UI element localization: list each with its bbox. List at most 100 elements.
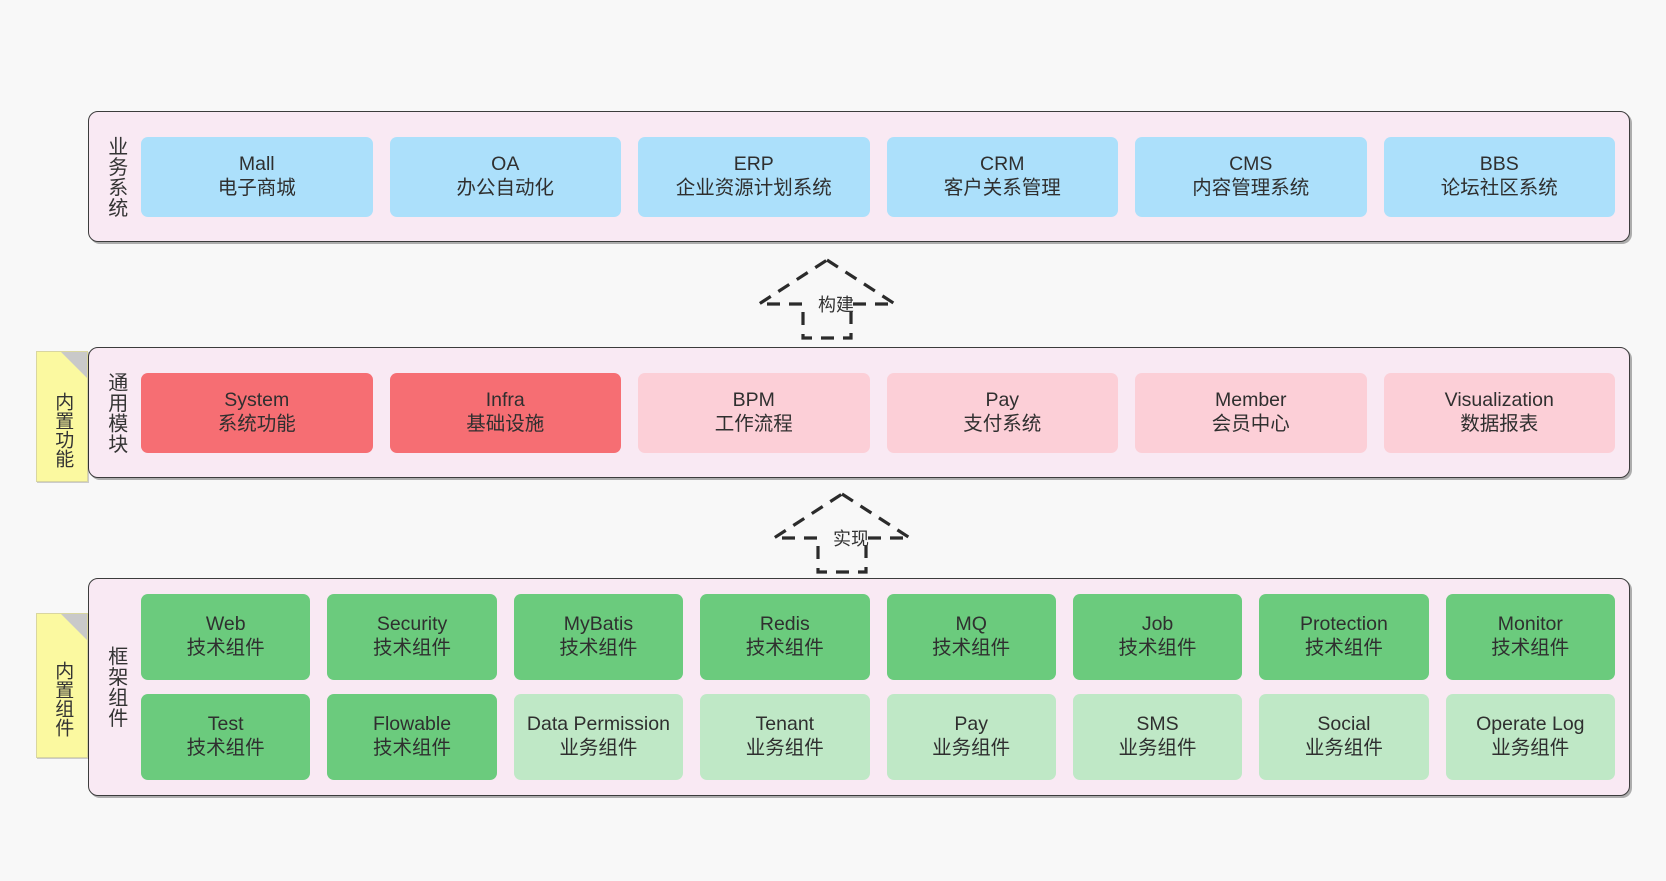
card-title-cn: 电子商城	[217, 176, 296, 199]
note-fold-corner-icon	[61, 352, 87, 378]
card-title-cn: 业务组件	[745, 737, 824, 759]
card-title-en: OA	[491, 152, 520, 175]
build-arrow-label: 构建	[818, 295, 854, 315]
card-title-en: Social	[1317, 713, 1371, 736]
card-title-cn: 技术组件	[1304, 637, 1383, 659]
card-title-cn: 技术组件	[559, 637, 638, 659]
card-title-en: Redis	[759, 613, 810, 636]
card-title-en: Operate Log	[1476, 713, 1585, 736]
card-title-cn: 论坛社区系统	[1440, 176, 1558, 199]
card-title-cn: 技术组件	[373, 637, 452, 659]
card-title-en: BBS	[1479, 152, 1519, 175]
card-title-en: Visualization	[1444, 388, 1554, 411]
sticky-note-framework-component: 内置组件	[36, 613, 88, 758]
note-label: 内置功能	[52, 391, 74, 468]
card-title-cn: 技术组件	[186, 637, 265, 659]
card-title-cn: 客户关系管理	[943, 176, 1061, 199]
card-title-en: Monitor	[1497, 613, 1563, 636]
card-title-en: Protection	[1300, 613, 1388, 636]
card-title-en: Web	[205, 613, 246, 636]
card-title-cn: 业务组件	[932, 737, 1011, 759]
card-title-en: MQ	[955, 613, 987, 636]
sticky-note-common-module: 内置功能	[36, 351, 88, 482]
card-title-en: System	[224, 388, 290, 411]
card-title-cn: 技术组件	[1118, 637, 1197, 659]
card-title-cn: 基础设施	[466, 412, 545, 435]
card-title-en: CMS	[1229, 152, 1273, 175]
card-title-cn: 企业资源计划系统	[675, 176, 832, 199]
card-title-en: Mall	[238, 152, 275, 175]
card-title-en: Data Permission	[526, 713, 670, 736]
layer-title-framework-component: 框架组件	[104, 646, 127, 728]
card-title-en: SMS	[1136, 713, 1179, 736]
layer-title-common-module: 通用模块	[104, 371, 127, 454]
card-title-cn: 业务组件	[1118, 737, 1197, 759]
card-title-cn: 技术组件	[373, 737, 452, 759]
card-title-cn: 支付系统	[963, 412, 1042, 435]
card-title-en: ERP	[733, 152, 774, 175]
card-title-en: Infra	[485, 388, 525, 411]
card-title-en: Job	[1141, 613, 1174, 636]
card-title-en: Security	[376, 613, 448, 636]
card-title-en: Tenant	[755, 713, 815, 736]
card-title-en: Flowable	[373, 713, 452, 736]
card-title-cn: 内容管理系统	[1192, 176, 1310, 199]
card-title-cn: 业务组件	[1304, 737, 1383, 759]
card-title-cn: 会员中心	[1211, 412, 1290, 435]
implement-arrow-label: 实现	[833, 529, 869, 549]
card-title-cn: 技术组件	[186, 737, 265, 759]
card-title-en: BPM	[732, 388, 775, 411]
card-title-cn: 业务组件	[1491, 737, 1570, 759]
card-title-en: CRM	[980, 152, 1025, 175]
card-title-cn: 技术组件	[745, 637, 824, 659]
card-title-en: Test	[207, 713, 244, 736]
note-fold-corner-icon	[61, 614, 87, 640]
card-title-cn: 办公自动化	[456, 176, 554, 199]
card-title-en: Pay	[954, 713, 988, 736]
card-title-en: Pay	[985, 388, 1020, 411]
card-title-cn: 工作流程	[714, 412, 793, 435]
card-title-cn: 业务组件	[559, 737, 638, 759]
card-title-cn: 技术组件	[1491, 637, 1570, 659]
note-label: 内置组件	[52, 660, 74, 737]
